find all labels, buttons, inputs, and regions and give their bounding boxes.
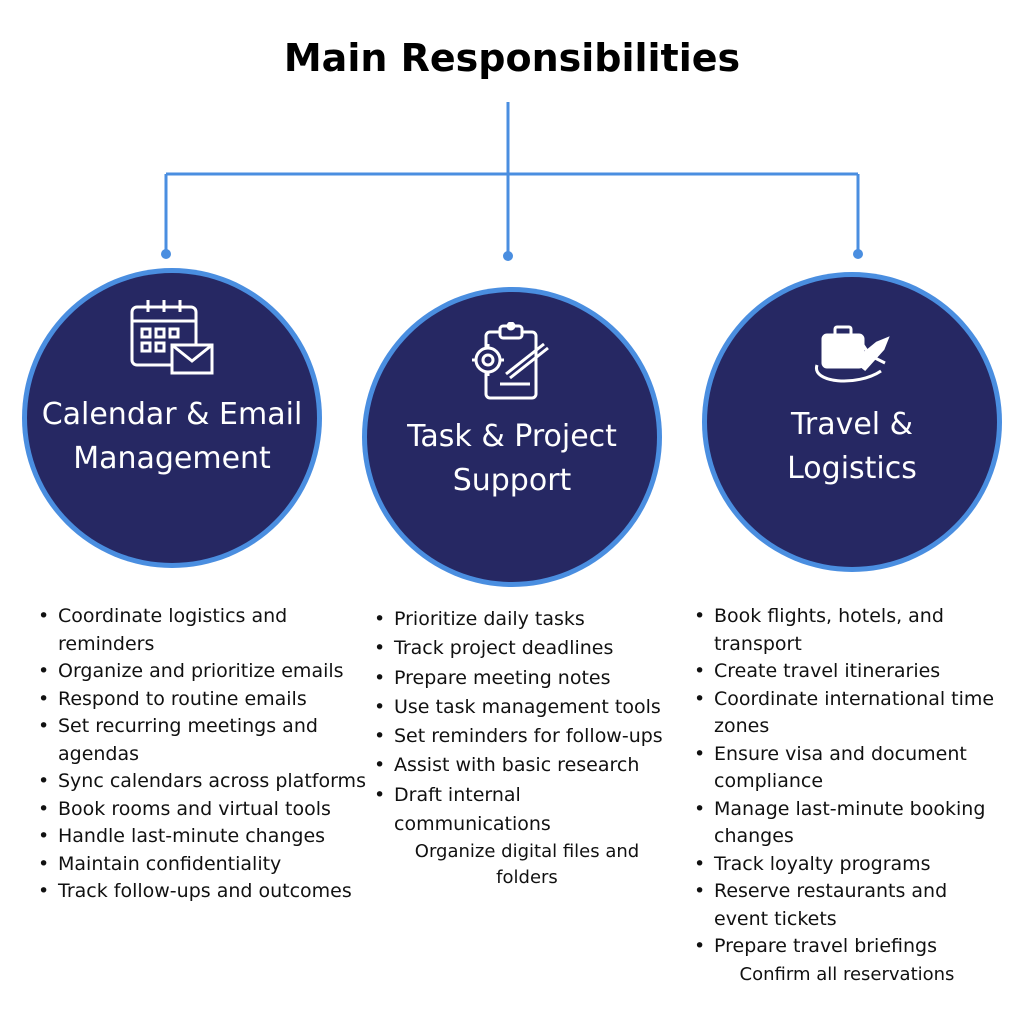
list-item: Prioritize daily tasks [372,605,682,635]
list-item: Create travel itineraries [692,658,1002,686]
list-item: Coordinate international time zones [692,686,1002,741]
list-item: Track project deadlines [372,634,682,664]
calendar-email-label: Calendar & Email Management [41,397,303,476]
travel-briefcase-plane-icon [707,321,997,405]
list-item: Use task management tools [372,693,682,723]
list-item-extra: Confirm all reservations [739,963,955,985]
calendar-email-icon [27,297,317,381]
calendar-email-list: Coordinate logistics and reminders Organ… [36,603,366,906]
list-item: Draft internal communications [372,781,682,840]
list-item: Book rooms and virtual tools [36,796,366,824]
travel-logistics-list: Book flights, hotels, and transport Crea… [692,603,1002,988]
list-item: Reserve restaurants and event tickets [692,878,1002,933]
list-item-extra: Organize digital files and folders [414,841,640,889]
list-item: Track follow-ups and outcomes [36,878,366,906]
list-item: Ensure visa and document compliance [692,741,1002,796]
list-item: Sync calendars across platforms [36,768,366,796]
list-item: Coordinate logistics and reminders [36,603,366,658]
list-item: Prepare meeting notes [372,664,682,694]
list-item: Set recurring meetings and agendas [36,713,366,768]
list-item: Track loyalty programs [692,851,1002,879]
clipboard-gear-icon [367,322,657,406]
travel-logistics-node: Travel & Logistics [707,277,997,567]
task-project-node: Task & Project Support [367,292,657,582]
task-project-label: Task & Project Support [407,419,617,498]
travel-logistics-label: Travel & Logistics [787,407,917,486]
list-item: Book flights, hotels, and transport [692,603,1002,658]
diagram-title: Main Responsibilities [283,36,741,80]
list-item: Respond to routine emails [36,686,366,714]
list-item: Assist with basic research [372,751,682,781]
calendar-email-node: Calendar & Email Management [27,273,317,563]
list-item: Prepare travel briefings [692,933,1002,961]
list-item: Organize and prioritize emails [36,658,366,686]
list-item: Maintain confidentiality [36,851,366,879]
list-item: Set reminders for follow-ups [372,722,682,752]
task-project-list: Prioritize daily tasks Track project dea… [372,605,682,891]
list-item: Handle last-minute changes [36,823,366,851]
list-item: Manage last-minute booking changes [692,796,1002,851]
